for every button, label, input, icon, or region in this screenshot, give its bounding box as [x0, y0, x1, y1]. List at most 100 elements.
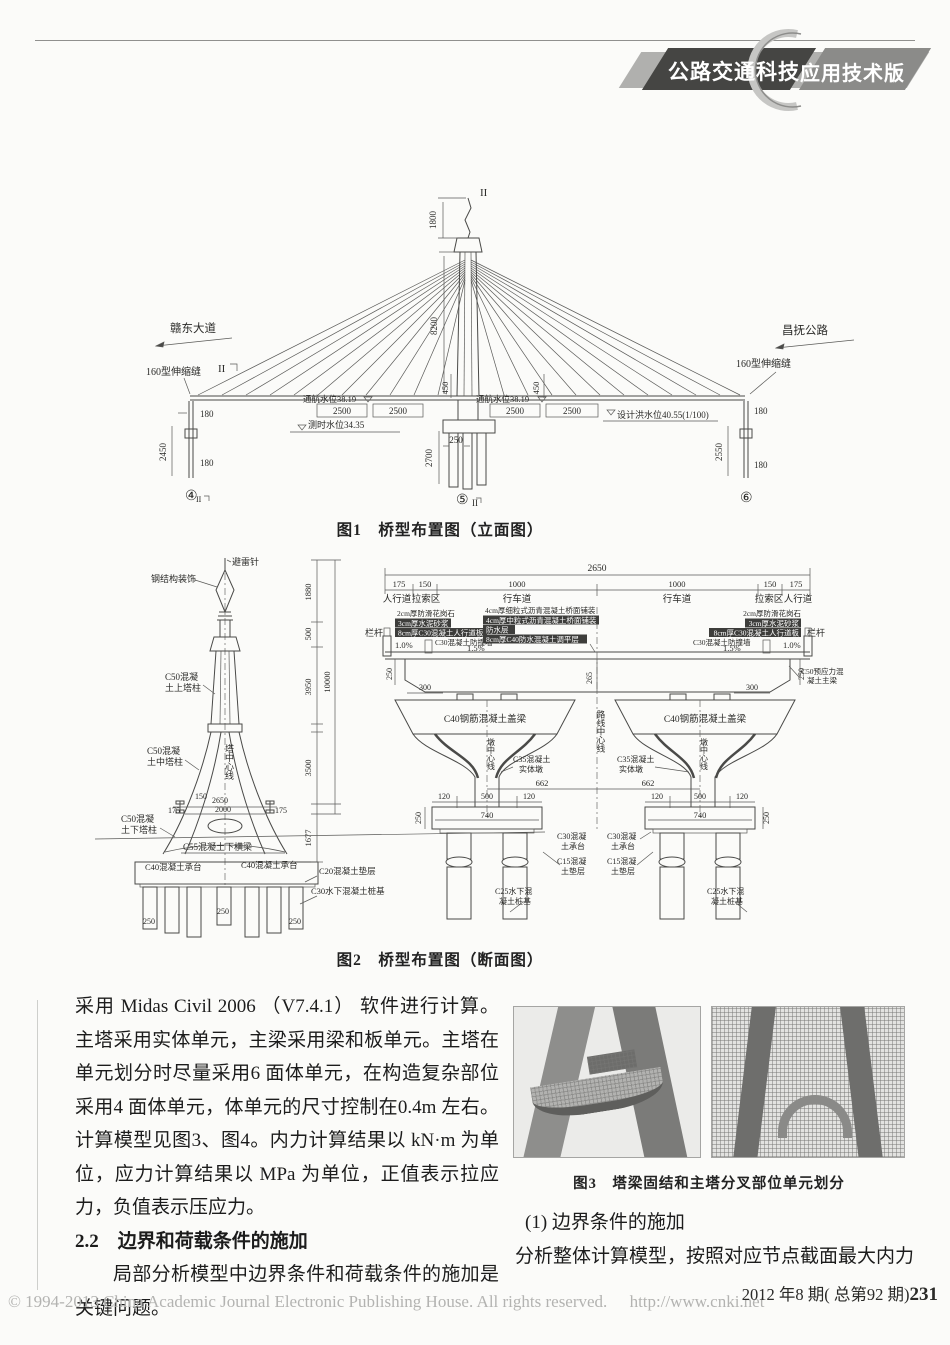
- layer-label: 3cm厚水泥砂浆: [398, 618, 449, 628]
- tower-label: 土下塔柱: [121, 824, 157, 835]
- girder-label: C50预应力混: [801, 666, 844, 676]
- tower-foundation: [438, 419, 496, 490]
- dim-label: 2550: [714, 443, 724, 462]
- dim-label: 150: [195, 792, 207, 801]
- dim-label: 450: [531, 382, 541, 395]
- figure3-images: [513, 1006, 905, 1162]
- figure3-left-image: [513, 1006, 701, 1158]
- cnki-url: http://www.cnki.net: [629, 1292, 765, 1311]
- section-mark: II: [480, 187, 488, 199]
- tower-label: C20混凝土垫层: [319, 866, 376, 876]
- girder-label: 凝土主梁: [807, 675, 837, 685]
- dim-label: 120: [651, 792, 663, 801]
- arch-opening-shape: [778, 1095, 852, 1138]
- zone-label: 行车道: [663, 593, 692, 605]
- dim-label: 180: [754, 406, 768, 416]
- dim-label: 120: [736, 792, 748, 801]
- dim-label: 2500: [506, 406, 525, 416]
- paragraph: 局部分析模型中边界条件和荷载条件的施加是关键问题。: [75, 1264, 499, 1319]
- tower-label: 土上塔柱: [165, 682, 201, 693]
- dim-label: 500: [694, 792, 706, 801]
- footer-issue-info: 2012 年8 期( 总第92 期)231: [742, 1281, 938, 1306]
- zone-label: 人行道: [383, 593, 412, 605]
- dim-label: 2450: [158, 443, 168, 462]
- dim-label: 3950: [303, 679, 313, 696]
- dim-label: 8200: [429, 317, 439, 336]
- dim-label: 500: [481, 792, 493, 801]
- figure1-elevation-drawing: 赣东大道 昌抚公路 160型伸缩缝 160型伸缩缝 II II 1800 820…: [140, 176, 950, 518]
- leader-lines: [154, 197, 855, 503]
- edition-title: 应用技术版: [800, 63, 905, 85]
- dim-label: 450: [440, 382, 450, 395]
- dim-label: 180: [200, 458, 214, 468]
- dim-label: 1677: [303, 830, 313, 847]
- foundation-label: C15混凝: [607, 856, 636, 866]
- pier-number: ⑤: [456, 493, 469, 508]
- copyright-text: © 1994-2013 China Academic Journal Elect…: [8, 1292, 608, 1311]
- dim-label: 1000: [669, 579, 686, 589]
- stay-cables: [197, 259, 741, 396]
- tower-label: C50混凝: [147, 746, 180, 756]
- foundation-label: 凝土桩基: [499, 896, 531, 906]
- section-mark: II: [472, 498, 478, 508]
- dim-label: 2700: [424, 449, 434, 468]
- dim-label: 175: [275, 806, 287, 815]
- water-level-label: 测时水位34.35: [308, 419, 365, 430]
- layer-label: 3cm厚水泥砂浆: [749, 618, 800, 628]
- dim-label: 265: [585, 672, 594, 684]
- dim-label: 250: [414, 812, 423, 824]
- journal-title: 公路交通科技: [668, 60, 800, 84]
- page-number: 231: [909, 1284, 939, 1305]
- top-rule: [35, 40, 915, 41]
- figure1-caption: 图1 桥型布置图（立面图）: [336, 522, 544, 539]
- zone-label: 人行道: [784, 593, 813, 605]
- foundation-label: C30混凝: [607, 831, 636, 841]
- foundation-label: 土承台: [561, 841, 585, 851]
- water-level-label: 通航水位38.19: [476, 394, 529, 404]
- barrier-label: C30混凝土防撞墙: [693, 637, 751, 647]
- pier-label: C35混凝土: [513, 754, 550, 764]
- dim-label: 175: [790, 579, 803, 589]
- road-right-label: 昌抚公路: [782, 323, 828, 337]
- layer-label: 8cm厚C40防水混凝土调平层: [486, 634, 579, 644]
- dim-label: 250: [289, 917, 301, 926]
- dim-label: 500: [303, 628, 313, 641]
- tower-label: C40混凝土承台: [241, 860, 298, 870]
- left-column: 采用 Midas Civil 2006 （V7.4.1） 软件进行计算。主塔采用…: [75, 990, 499, 1325]
- layer-label: 8cm厚C30混凝土人行道板: [398, 628, 484, 638]
- dim-label: 300: [419, 683, 431, 692]
- tower-front-view: 避雷针 钢结构装饰 C50混凝 土上塔柱 C50混凝 土中塔柱 C50混凝 土下…: [121, 556, 385, 938]
- foundation-label: C25水下混: [495, 886, 532, 896]
- foundation-label: 土垫层: [611, 866, 635, 876]
- capbeam-label: C40钢筋混凝土盖梁: [664, 713, 747, 725]
- foundation-label: 土垫层: [561, 866, 585, 876]
- dim-label: 250: [143, 917, 155, 926]
- dim-label: 2500: [389, 406, 408, 416]
- left-abutment-pier: [171, 401, 198, 478]
- barrier-label: C30混凝土防撞墙: [435, 637, 493, 647]
- dim-label: 1800: [428, 211, 438, 230]
- foundation-label: 凝土桩基: [711, 896, 743, 906]
- footer-copyright: © 1994-2013 China Academic Journal Elect…: [8, 1292, 764, 1312]
- layer-label: 防水层: [486, 625, 509, 635]
- dim-label: 250: [762, 812, 771, 824]
- dim-label: 250: [449, 435, 463, 445]
- dim-label: 3500: [303, 760, 313, 777]
- figure2-caption: 图2 桥型布置图（断面图）: [336, 952, 544, 969]
- pier-number: ④: [185, 489, 198, 504]
- dim-label: 662: [536, 778, 549, 788]
- dim-label: 1880: [303, 584, 313, 601]
- tower-label: C40混凝土承台: [145, 862, 202, 872]
- dim-label: 180: [754, 460, 768, 470]
- pier-centerline-label: 墩中心线: [487, 737, 496, 770]
- tower-label: C50混凝: [121, 814, 154, 824]
- road-left-label: 赣东大道: [170, 321, 216, 335]
- layer-label: 4cm厚细粒式沥青混凝土桥面铺装: [485, 605, 596, 615]
- bridge-deck: [190, 395, 745, 401]
- tower-label: C50混凝: [165, 672, 198, 682]
- dim-label: 2650: [212, 796, 228, 805]
- slope-label: 1.5%: [723, 643, 741, 653]
- navigation-clearance-boxes: [290, 374, 718, 433]
- tower-label: C55混凝土下横梁: [183, 841, 252, 852]
